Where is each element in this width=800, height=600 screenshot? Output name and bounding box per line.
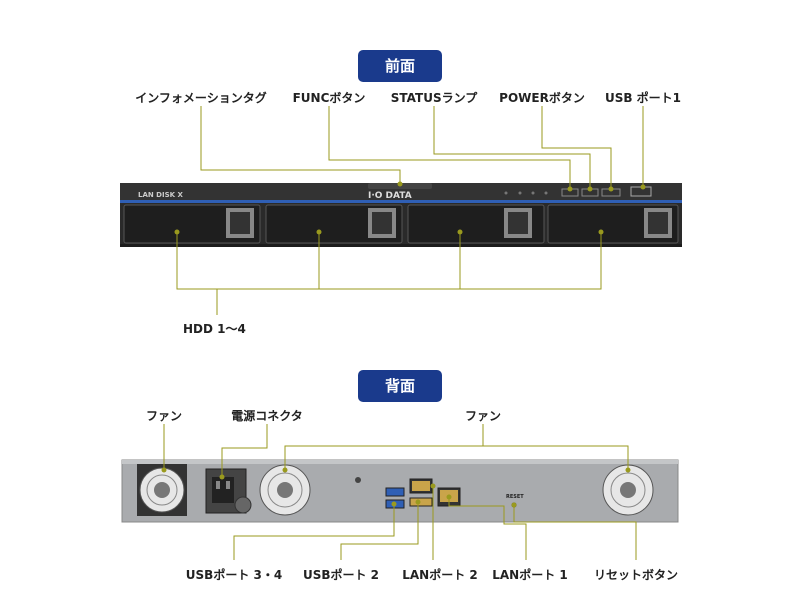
reset-text: RESET	[506, 494, 524, 500]
status-led-1	[504, 191, 508, 195]
lan-port2-shape	[409, 478, 433, 494]
rear-leader-lines	[163, 424, 637, 560]
label-usb-port34: USBポート 3・4	[185, 568, 283, 582]
label-lan-port1: LANポート 1	[492, 568, 568, 582]
label-hdd: HDD 1〜4	[183, 322, 246, 336]
power-connector	[205, 468, 252, 514]
status-led-4	[544, 191, 548, 195]
rear-title-badge: 背面	[358, 370, 442, 402]
label-status-lamp: STATUSランプ	[390, 91, 478, 105]
front-leader-lines	[176, 106, 644, 315]
front-model-text: LAN DISK X	[138, 191, 183, 199]
label-reset-button: リセットボタン	[593, 568, 679, 582]
status-led-3	[531, 191, 535, 195]
drive-bay-4	[547, 204, 679, 244]
label-info-tag: インフォメーションタグ	[135, 91, 267, 105]
front-leader-dots	[174, 181, 646, 235]
drive-bay-2	[265, 204, 403, 244]
front-title-badge: 前面	[358, 50, 442, 82]
drive-bay-1	[123, 204, 261, 244]
label-power-connector: 電源コネクタ	[231, 409, 303, 423]
front-controls	[504, 186, 652, 197]
label-func-button: FUNCボタン	[292, 91, 366, 105]
drive-bay-3	[407, 204, 545, 244]
label-usb-port2: USBポート 2	[302, 568, 380, 582]
front-brand-text: I·O DATA	[368, 191, 412, 201]
rear-leader-dots	[161, 467, 631, 508]
usb-port2-shape	[409, 497, 433, 507]
rear-fan-right	[602, 464, 654, 516]
rear-screw	[355, 477, 361, 483]
label-power-button: POWERボタン	[499, 91, 585, 105]
label-fan-left: ファン	[145, 409, 183, 423]
rear-fan-left	[137, 464, 187, 516]
status-led-2	[518, 191, 522, 195]
label-fan-right: ファン	[464, 409, 502, 423]
label-usb-port1: USB ポート1	[604, 91, 682, 105]
label-lan-port2: LANポート 2	[402, 568, 478, 582]
